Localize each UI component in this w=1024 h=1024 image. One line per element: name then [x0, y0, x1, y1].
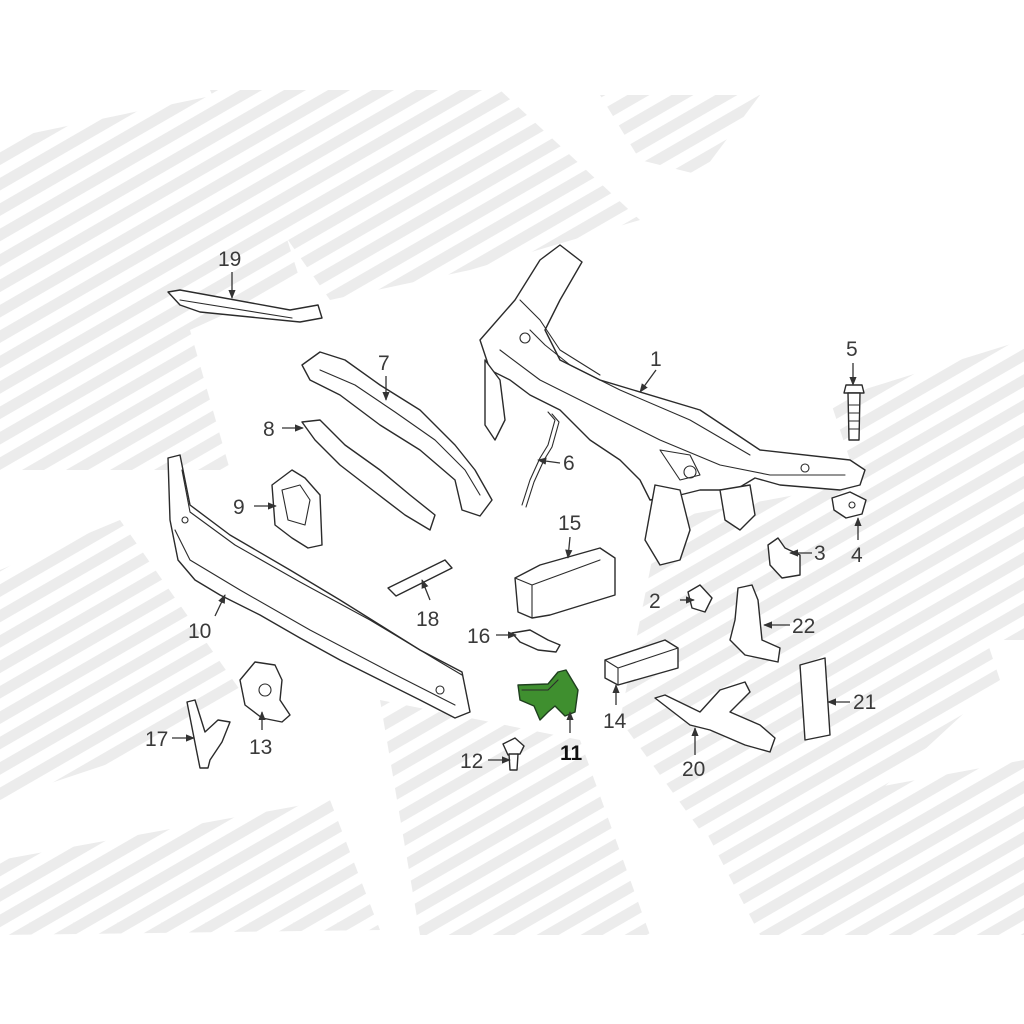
- part-11-highlighted-bracket: [517, 669, 579, 721]
- callout-4: 4: [851, 544, 863, 567]
- callout-labels: 1 2 3 4 5 6 7 8 9 10 11 12 13 14 15 16 1…: [145, 248, 876, 781]
- part-1-front-carrier: [479, 244, 866, 566]
- leader-lines: [172, 272, 862, 764]
- part-7-upper-crossmember: [301, 351, 493, 517]
- part-16-bracket: [511, 629, 561, 653]
- callout-15: 15: [558, 512, 581, 535]
- part-8-strip: [301, 419, 436, 531]
- part-21-panel: [799, 657, 831, 741]
- part-3-bracket: [767, 537, 801, 579]
- callout-7: 7: [378, 352, 390, 375]
- part-22-bracket: [729, 584, 781, 663]
- callout-16: 16: [467, 625, 490, 648]
- callout-1: 1: [650, 348, 662, 371]
- part-12-bolt: [502, 737, 525, 771]
- part-20-lower-bracket: [654, 681, 776, 753]
- part-14-block: [604, 639, 679, 686]
- callout-3: 3: [814, 542, 826, 565]
- callout-19: 19: [218, 248, 241, 271]
- part-13-bracket: [239, 661, 291, 723]
- callout-9: 9: [233, 496, 245, 519]
- callout-11: 11: [560, 742, 583, 765]
- part-19-beam: [167, 289, 323, 323]
- part-4-mount: [831, 491, 867, 519]
- part-10-bumper-reinforcement: [167, 454, 471, 719]
- callout-21: 21: [853, 691, 876, 714]
- callout-8: 8: [263, 418, 275, 441]
- callout-22: 22: [792, 615, 815, 638]
- callout-5: 5: [846, 338, 858, 361]
- watermark: [0, 90, 1024, 935]
- callout-12: 12: [460, 750, 483, 773]
- callout-18: 18: [416, 608, 439, 631]
- part-17-y-bracket: [186, 699, 231, 769]
- callout-6: 6: [563, 452, 575, 475]
- part-5-bolt: [843, 384, 865, 441]
- part-6-wire-bracket: [521, 411, 560, 508]
- callout-13: 13: [249, 736, 272, 759]
- part-2-bracket: [687, 584, 713, 613]
- part-15-box-bracket: [514, 547, 616, 619]
- callout-20: 20: [682, 758, 705, 781]
- callout-2: 2: [649, 590, 661, 613]
- callout-17: 17: [145, 728, 168, 751]
- callout-14: 14: [603, 710, 627, 733]
- callout-10: 10: [188, 620, 211, 643]
- part-9-bracket: [271, 469, 323, 549]
- part-18-strip: [387, 559, 453, 597]
